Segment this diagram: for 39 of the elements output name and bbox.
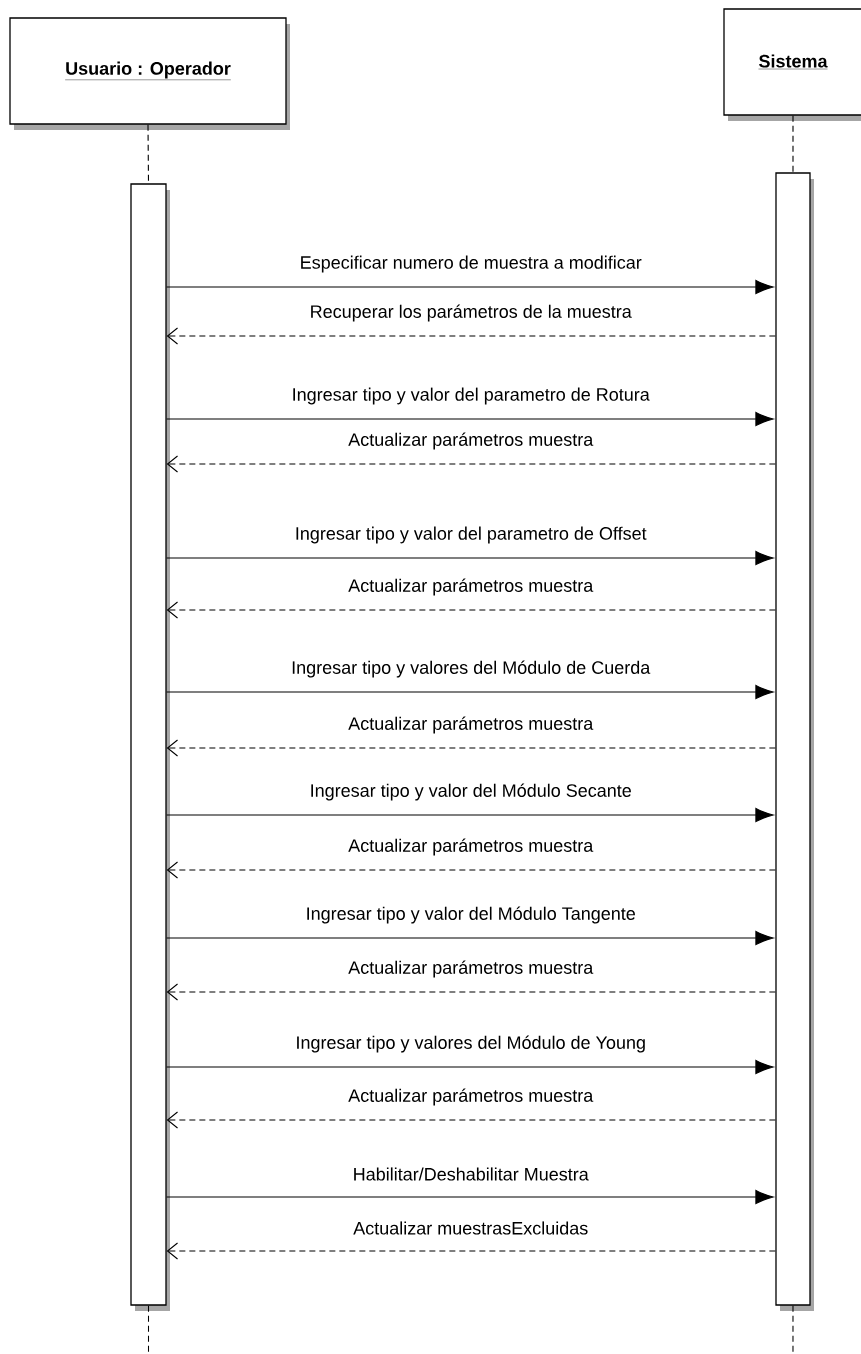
message-arrow	[166, 327, 776, 345]
activation-bar	[775, 172, 814, 1311]
message-arrow	[166, 807, 774, 823]
edge-label: Actualizar parámetros muestra	[347, 959, 595, 979]
edge-label: Ingresar tipo y valor del Módulo Tangente	[304, 905, 637, 925]
edge-label: Actualizar parámetros muestra	[347, 715, 595, 735]
message-arrow	[166, 1189, 774, 1205]
edge-label: Ingresar tipo y valor del parametro de Rotura	[290, 386, 651, 406]
message-arrow	[166, 739, 776, 757]
edge-label: Actualizar muestrasExcluidas	[352, 1220, 590, 1236]
edge-label: Actualizar parámetros muestra	[347, 1087, 595, 1107]
message-arrow	[166, 684, 774, 700]
message-arrow	[166, 1111, 776, 1129]
activation-bar	[130, 183, 170, 1311]
lifeline	[792, 115, 794, 173]
edge-label: Ingresar tipo y valores del Módulo de Young	[294, 1034, 648, 1054]
message-arrow	[166, 930, 774, 946]
lifeline-box: Sistema	[723, 8, 861, 121]
message-arrow	[166, 601, 776, 619]
edge-label: Ingresar tipo y valor del Módulo Secante	[308, 782, 633, 802]
edge-label: Recuperar los parámetros de la muestra	[308, 303, 633, 323]
edge-label: Actualizar parámetros muestra	[347, 431, 595, 451]
message-arrow	[166, 411, 774, 427]
lifeline-box: Usuario : Operador	[9, 17, 290, 130]
message-arrow	[166, 861, 776, 879]
message-arrow	[166, 1242, 776, 1260]
lifeline	[147, 1305, 150, 1354]
message-arrow	[166, 1059, 774, 1075]
message-arrow	[166, 455, 776, 473]
edge-label: Especificar numero de muestra a modificar	[298, 254, 643, 274]
edge-label: Actualizar parámetros muestra	[347, 577, 595, 597]
edge-label: Ingresar tipo y valor del parametro de Offset	[293, 525, 648, 545]
edge-label: Habilitar/Deshabilitar Muestra	[351, 1166, 590, 1182]
lifeline	[792, 1305, 794, 1354]
message-arrow	[166, 983, 776, 1001]
edge-label: Actualizar parámetros muestra	[347, 837, 595, 857]
edge-label: Ingresar tipo y valores del Módulo de Cuerda	[290, 659, 652, 679]
message-arrow	[166, 550, 774, 566]
message-arrow	[166, 279, 774, 295]
